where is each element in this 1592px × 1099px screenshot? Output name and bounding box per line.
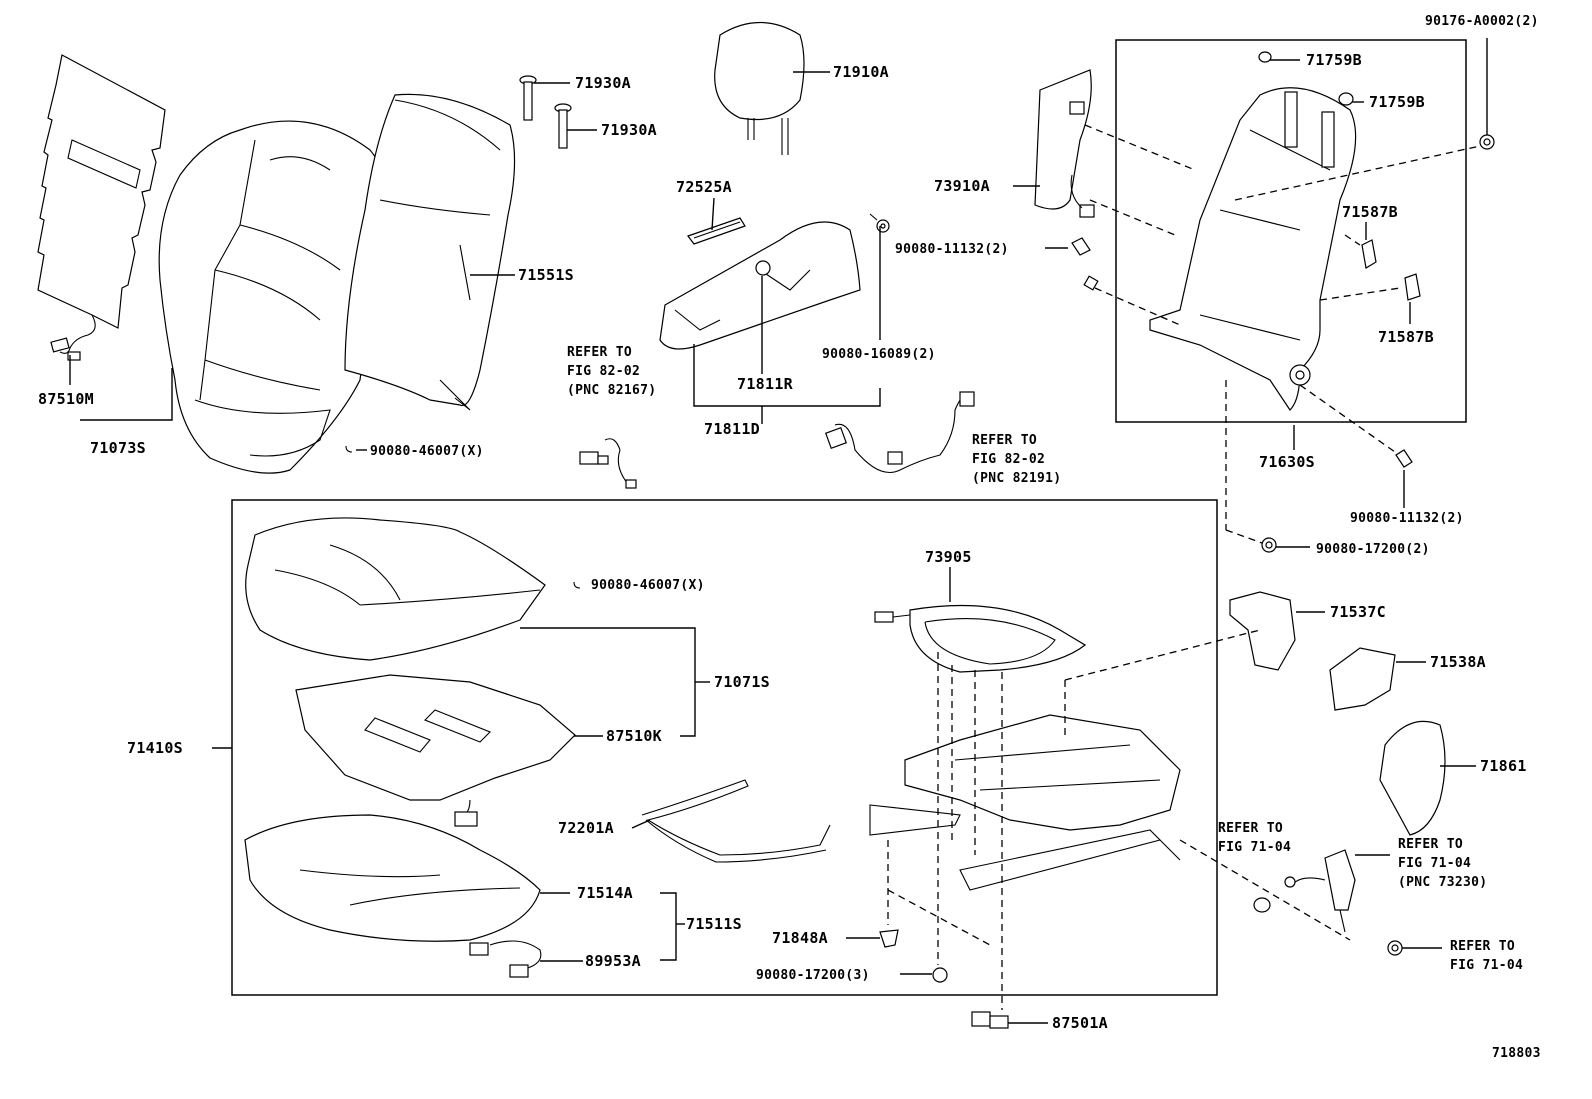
bolt-11132-b: [1395, 449, 1413, 468]
label-87510k: 87510K: [606, 727, 662, 745]
ref1-line3: (PNC 82167): [567, 383, 656, 398]
alignment-dashes: [887, 124, 1481, 1010]
ref1-line2: FIG 82-02: [567, 364, 640, 379]
ref4-line2: FIG 71-04: [1398, 856, 1471, 871]
label-71511s: 71511S: [686, 915, 742, 933]
bracket-71538a: [1329, 647, 1396, 711]
ref5-line2: FIG 71-04: [1450, 958, 1523, 973]
label-71848a: 71848A: [772, 929, 828, 947]
wire-harness-82167: [579, 438, 637, 489]
label-90080-16089: 90080-16089(2): [822, 347, 936, 362]
reference-notes: REFER TO FIG 82-02 (PNC 82167) REFER TO …: [567, 345, 1523, 973]
label-71514a: 71514A: [577, 884, 633, 902]
seatback-frame-box: [1115, 39, 1467, 423]
ref2-line2: FIG 82-02: [972, 452, 1045, 467]
label-71538a: 71538A: [1430, 653, 1486, 671]
label-71073s: 71073S: [90, 439, 146, 457]
side-airbag: [1034, 69, 1095, 218]
wire-harness-82191: [824, 391, 975, 474]
seatback-heater-mat: [37, 54, 166, 361]
label-90176-a0002: 90176-A0002(2): [1425, 14, 1539, 29]
seat-cushion-cover: [245, 517, 546, 661]
nut-90176: [1479, 134, 1495, 150]
label-71759b-1: 71759B: [1306, 51, 1362, 69]
label-71910a: 71910A: [833, 63, 889, 81]
label-73910a: 73910A: [934, 177, 990, 195]
ref1-line1: REFER TO: [567, 345, 632, 360]
nut-ref3: [1253, 897, 1271, 913]
clip-71848a: [879, 929, 899, 948]
label-71537c: 71537C: [1330, 603, 1386, 621]
bracket-71537c: [1229, 591, 1296, 671]
seatback-cover: [158, 120, 385, 474]
part-labels: 87510M 71073S 71930A 71930A 71910A 71551…: [38, 14, 1539, 1032]
label-71759b-2: 71759B: [1369, 93, 1425, 111]
cushion-pad: [244, 814, 541, 942]
ref2-line3: (PNC 82191): [972, 471, 1061, 486]
ref4-line1: REFER TO: [1398, 837, 1463, 852]
bolt-11132-a: [1071, 237, 1099, 291]
label-90080-11132-b: 90080-11132(2): [1350, 511, 1464, 526]
clip-46007-top: [345, 445, 353, 453]
side-cover-71861: [1379, 720, 1446, 836]
label-90080-11132-a: 90080-11132(2): [895, 242, 1009, 257]
label-90080-17200-a: 90080-17200(2): [1316, 542, 1430, 557]
label-71551s: 71551S: [518, 266, 574, 284]
seat-side-shield: [659, 221, 861, 350]
wire-89953a: [469, 940, 542, 978]
seatback-pad: [344, 93, 516, 411]
label-87501a: 87501A: [1052, 1014, 1108, 1032]
label-72525a: 72525A: [676, 178, 732, 196]
label-71630s: 71630S: [1259, 453, 1315, 471]
label-90080-17200-b: 90080-17200(3): [756, 968, 870, 983]
label-72201a: 72201A: [558, 819, 614, 837]
label-87510m: 87510M: [38, 390, 94, 408]
occupant-sensor-73905: [874, 604, 1087, 673]
leader-lines: [69, 38, 1488, 1024]
label-71071s: 71071S: [714, 673, 770, 691]
clip-46007-bot: [573, 581, 581, 589]
label-71930a-1: 71930A: [575, 74, 631, 92]
headrest-guides: [519, 75, 572, 149]
ref3-line2: FIG 71-04: [1218, 840, 1291, 855]
label-71587b-1: 71587B: [1342, 203, 1398, 221]
shield-cover-clip: [687, 217, 746, 245]
label-71930a-2: 71930A: [601, 121, 657, 139]
nut-17200-a: [1261, 537, 1277, 553]
label-73905: 73905: [925, 548, 972, 566]
label-71811r: 71811R: [737, 375, 794, 393]
lumbar-wire-72201a: [641, 779, 831, 863]
connector-87501a: [971, 1011, 1009, 1029]
label-71811d: 71811D: [704, 420, 760, 438]
label-89953a: 89953A: [585, 952, 641, 970]
nut-17200-b: [932, 967, 948, 983]
label-71410s: 71410S: [127, 739, 183, 757]
label-71587b-2: 71587B: [1378, 328, 1434, 346]
cushion-heater-mat: [295, 674, 576, 827]
seatback-frame: [1149, 51, 1421, 411]
nut-ref5: [1387, 940, 1403, 956]
diagram-id: 718803: [1492, 1046, 1541, 1061]
label-90080-46007-bot: 90080-46007(X): [591, 578, 705, 593]
label-71861: 71861: [1480, 757, 1527, 775]
label-90080-46007-top: 90080-46007(X): [370, 444, 484, 459]
headrest: [714, 21, 805, 155]
ref3-line1: REFER TO: [1218, 821, 1283, 836]
ref5-line1: REFER TO: [1450, 939, 1515, 954]
ref4-line3: (PNC 73230): [1398, 875, 1487, 890]
ref2-line1: REFER TO: [972, 433, 1037, 448]
seat-adjuster-frame: [869, 714, 1181, 891]
seatbelt-buckle: [1284, 849, 1356, 933]
